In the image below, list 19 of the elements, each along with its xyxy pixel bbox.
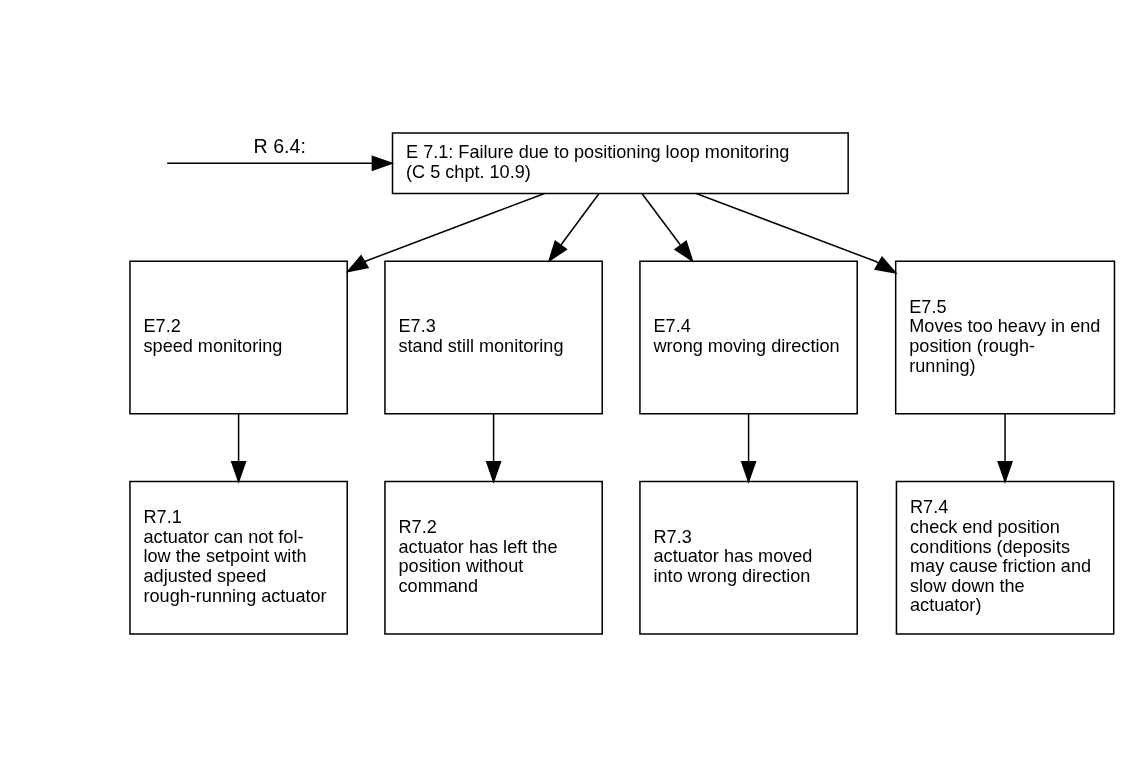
node-box: R7.1 actuator can not fol-low the setpoint with adjusted speed rough-running actuator — [129, 480, 348, 635]
node-box: R7.4 check end position conditions (deposits may cause friction and slow down the actuator) — [895, 480, 1115, 635]
node-box: E7.3 stand still monitoring — [384, 260, 603, 415]
node-box: R7.2 actuator has left the position without command — [384, 480, 603, 635]
arrow — [230, 413, 247, 484]
arrow — [740, 413, 757, 484]
arrow — [695, 192, 898, 275]
arrow — [345, 192, 546, 273]
arrow — [997, 413, 1013, 484]
node-box: E7.2 speed monitoring — [129, 260, 348, 415]
arrow — [547, 193, 600, 263]
arrow — [166, 155, 395, 172]
node-box: R7.3 actuator has moved into wrong direction — [639, 480, 858, 635]
edge-label: R 6.4: — [253, 135, 306, 158]
node-box: E7.4 wrong moving direction — [639, 260, 858, 415]
node-box: E 7.1: Failure due to positioning loop monitoring (C 5 chpt. 10.9) — [391, 132, 849, 195]
node-box: E7.5 Moves too heavy in end position (rough-running) — [894, 260, 1116, 415]
arrow — [485, 413, 502, 484]
arrow — [641, 193, 694, 263]
